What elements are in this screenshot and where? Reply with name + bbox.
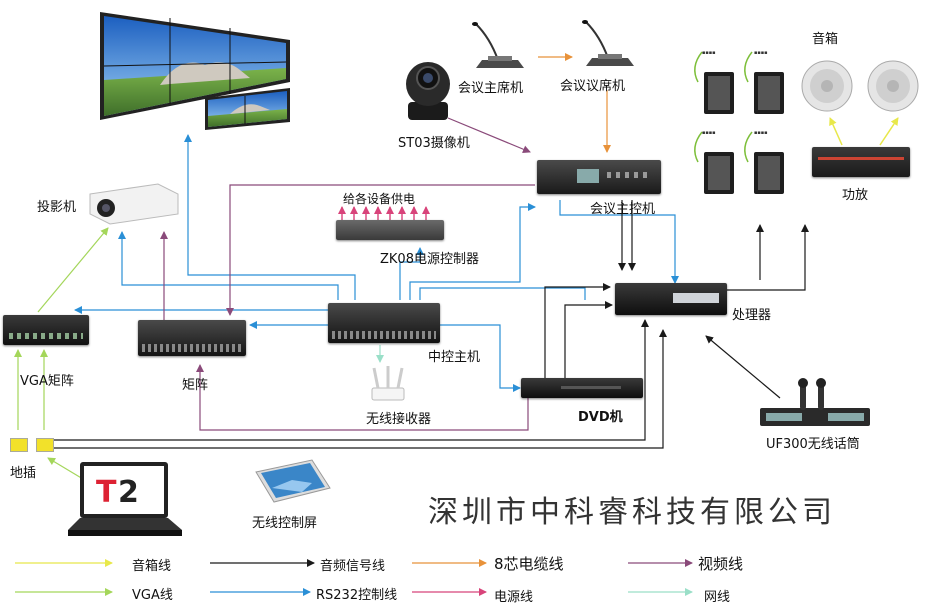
wire-audio-floor-1: [50, 319, 649, 441]
camera-label: ST03摄像机: [398, 136, 470, 151]
tablet-icon: [252, 458, 332, 506]
matrix-label: 矩阵: [182, 378, 209, 393]
wire-rs232-dvd: [440, 324, 521, 392]
wire-vga-projector: [37, 227, 109, 313]
legend-audio-label: 音频信号线: [320, 559, 386, 574]
wireless-screen-label: 无线控制屏: [252, 516, 318, 531]
laptop-icon: T 2: [66, 460, 184, 540]
wire-audio-mic: [705, 335, 781, 399]
legend-vga-label: VGA线: [132, 588, 173, 603]
chairman-label: 会议主席机: [458, 81, 524, 96]
speakers-label: 音箱: [812, 32, 839, 47]
legend-rs232-label: RS232控制线: [316, 588, 398, 603]
central-controller-label: 中控主机: [428, 350, 481, 365]
processor-icon: [615, 283, 727, 315]
wireless-mic-icon: [760, 378, 870, 430]
wire-video-host-matrix: [226, 184, 535, 316]
svg-text:▪▪▪▪: ▪▪▪▪: [702, 50, 716, 56]
central-controller-icon: [328, 303, 440, 343]
video-wall-image: [100, 10, 295, 130]
legend-network-label: 网线: [704, 590, 731, 605]
ceiling-speaker-icon: [800, 58, 920, 116]
vga-matrix-icon: [3, 315, 89, 345]
matrix-icon: [138, 320, 246, 356]
floor-socket-label: 地插: [10, 466, 37, 481]
wireless-mic-label: UF300无线话筒: [766, 437, 860, 452]
company-name: 深圳市中科睿科技有限公司: [428, 495, 836, 530]
wire-audio-dvd-b: [564, 301, 613, 378]
dvd-player-icon: [521, 378, 643, 398]
floor-socket-1: [10, 438, 28, 452]
projector-icon: [88, 180, 180, 228]
chairman-mic-icon: [470, 20, 530, 70]
legend-power-label: 电源线: [494, 590, 534, 605]
speaker-cabinets: ▪▪▪▪ ▪▪▪▪ ▪▪▪▪ ▪▪▪▪: [680, 42, 795, 202]
projector-label: 投影机: [37, 200, 77, 215]
wire-video-camera: [447, 117, 531, 154]
wire-audio-amp: [727, 224, 809, 291]
power-controller-label: ZK08电源控制器: [380, 252, 479, 267]
processor-label: 处理器: [732, 308, 772, 323]
amplifier-label: 功放: [842, 188, 869, 203]
wire-video-dvd: [196, 364, 529, 431]
wire-rs232-host-b: [419, 287, 586, 300]
delegate-mic-icon: [580, 18, 640, 68]
wireless-receiver-label: 无线接收器: [366, 412, 432, 427]
wire-rs232-power: [399, 247, 424, 300]
conference-host-icon: [537, 160, 661, 194]
wire-audio-dvd: [544, 283, 611, 378]
svg-text:T: T: [96, 475, 117, 510]
power-controller-icon: [336, 220, 444, 240]
svg-text:▪▪▪▪: ▪▪▪▪: [754, 130, 768, 136]
floor-socket-2: [36, 438, 54, 452]
wire-rs232-display: [184, 134, 356, 300]
camera-icon: [400, 56, 456, 124]
svg-text:▪▪▪▪: ▪▪▪▪: [754, 50, 768, 56]
conference-host-label: 会议主控机: [590, 202, 656, 217]
wire-rs232-host: [409, 203, 536, 300]
legend-video-label: 视频线: [698, 555, 744, 573]
wireless-receiver-icon: [368, 364, 408, 402]
legend-8core-label: 8芯电缆线: [494, 555, 564, 573]
wire-audio-floor-2: [50, 329, 667, 449]
amplifier-icon: [812, 147, 910, 177]
dvd-label: DVD机: [578, 410, 623, 425]
vga-matrix-label: VGA矩阵: [20, 374, 74, 389]
wire-rs232-processor: [559, 200, 679, 284]
power-supply-label: 给各设备供电: [343, 192, 416, 206]
delegate-label: 会议议席机: [560, 79, 626, 94]
svg-text:2: 2: [118, 475, 139, 510]
legend-speaker-label: 音箱线: [132, 559, 172, 574]
svg-text:▪▪▪▪: ▪▪▪▪: [702, 130, 716, 136]
